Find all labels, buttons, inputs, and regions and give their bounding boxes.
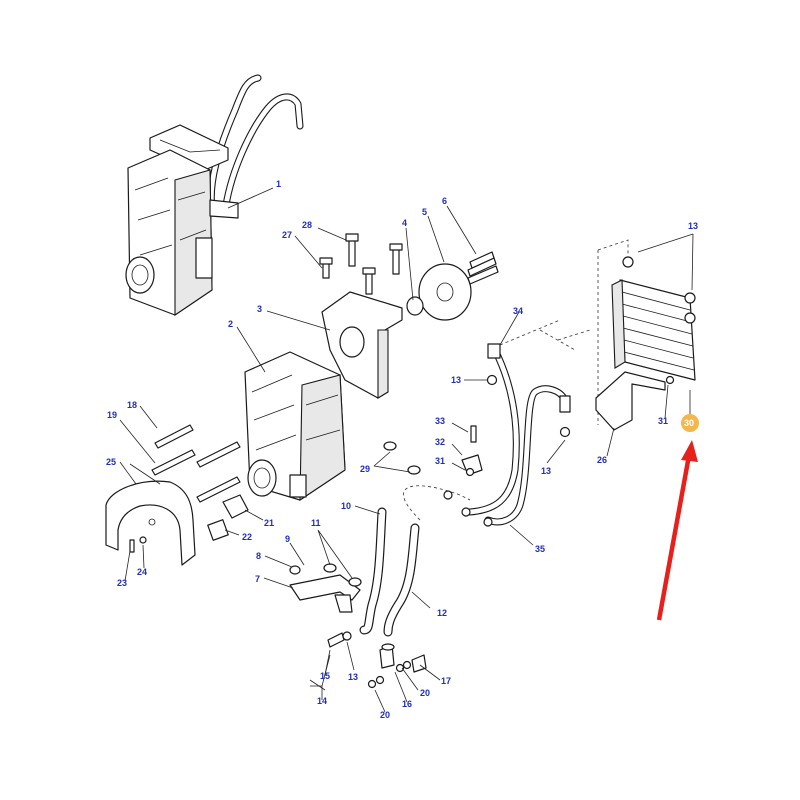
callout-27: 27 xyxy=(282,230,292,240)
callout-13-b: 13 xyxy=(541,466,551,476)
gearbox-housing-upper xyxy=(125,74,304,317)
cooler-bracket xyxy=(595,371,675,431)
callout-26: 26 xyxy=(597,455,607,465)
small-fittings xyxy=(129,374,571,689)
callout-12: 12 xyxy=(437,608,447,618)
red-arrow-shaft xyxy=(656,449,693,621)
callout-3: 3 xyxy=(257,304,262,314)
callout-13-d: 13 xyxy=(688,221,698,231)
bolts-set xyxy=(319,233,499,295)
guard-cover xyxy=(105,480,196,566)
callout-19: 19 xyxy=(107,410,117,420)
highlight-marker xyxy=(656,414,699,621)
callout-31-a: 31 xyxy=(658,416,668,426)
callout-29: 29 xyxy=(360,464,370,474)
callout-9: 9 xyxy=(285,534,290,544)
callout-1: 1 xyxy=(276,179,281,189)
callout-20-a: 20 xyxy=(380,710,390,720)
callout-25: 25 xyxy=(106,457,116,467)
callout-11: 11 xyxy=(311,518,321,528)
callout-5: 5 xyxy=(422,207,427,217)
callout-6: 6 xyxy=(442,196,447,206)
callout-17: 17 xyxy=(441,676,451,686)
gearbox-housing-lower xyxy=(244,351,346,502)
callout-14: 14 xyxy=(317,696,327,706)
callout-32: 32 xyxy=(435,437,445,447)
callout-24: 24 xyxy=(137,567,147,577)
callout-10: 10 xyxy=(341,501,351,511)
callouts: 1 2 3 4 5 6 7 8 9 10 11 12 13 13 13 13 1… xyxy=(106,179,698,720)
callout-8: 8 xyxy=(256,551,261,561)
callout-2: 2 xyxy=(228,319,233,329)
drive-plate xyxy=(406,263,472,321)
callout-22: 22 xyxy=(242,532,252,542)
highlight-badge xyxy=(681,414,699,432)
callout-13-c: 13 xyxy=(348,672,358,682)
callout-13-a: 13 xyxy=(451,375,461,385)
callout-34: 34 xyxy=(513,306,523,316)
oil-cooler xyxy=(557,239,696,425)
callout-33: 33 xyxy=(435,416,445,426)
callout-7: 7 xyxy=(255,574,260,584)
oil-lines xyxy=(359,319,576,637)
mounting-bracket xyxy=(321,291,403,399)
shafts xyxy=(151,424,241,503)
red-arrow-head xyxy=(681,440,698,462)
leader-lines xyxy=(119,187,694,713)
callout-28: 28 xyxy=(302,220,312,230)
callout-15: 15 xyxy=(320,671,330,681)
callout-16: 16 xyxy=(402,699,412,709)
callout-23: 23 xyxy=(117,578,127,588)
callout-21: 21 xyxy=(264,518,274,528)
callout-20-b: 20 xyxy=(420,688,430,698)
callout-31-b: 31 xyxy=(435,456,445,466)
callout-30: 30 xyxy=(684,418,694,428)
callout-35: 35 xyxy=(535,544,545,554)
callout-18: 18 xyxy=(127,400,137,410)
callout-4: 4 xyxy=(402,218,407,228)
